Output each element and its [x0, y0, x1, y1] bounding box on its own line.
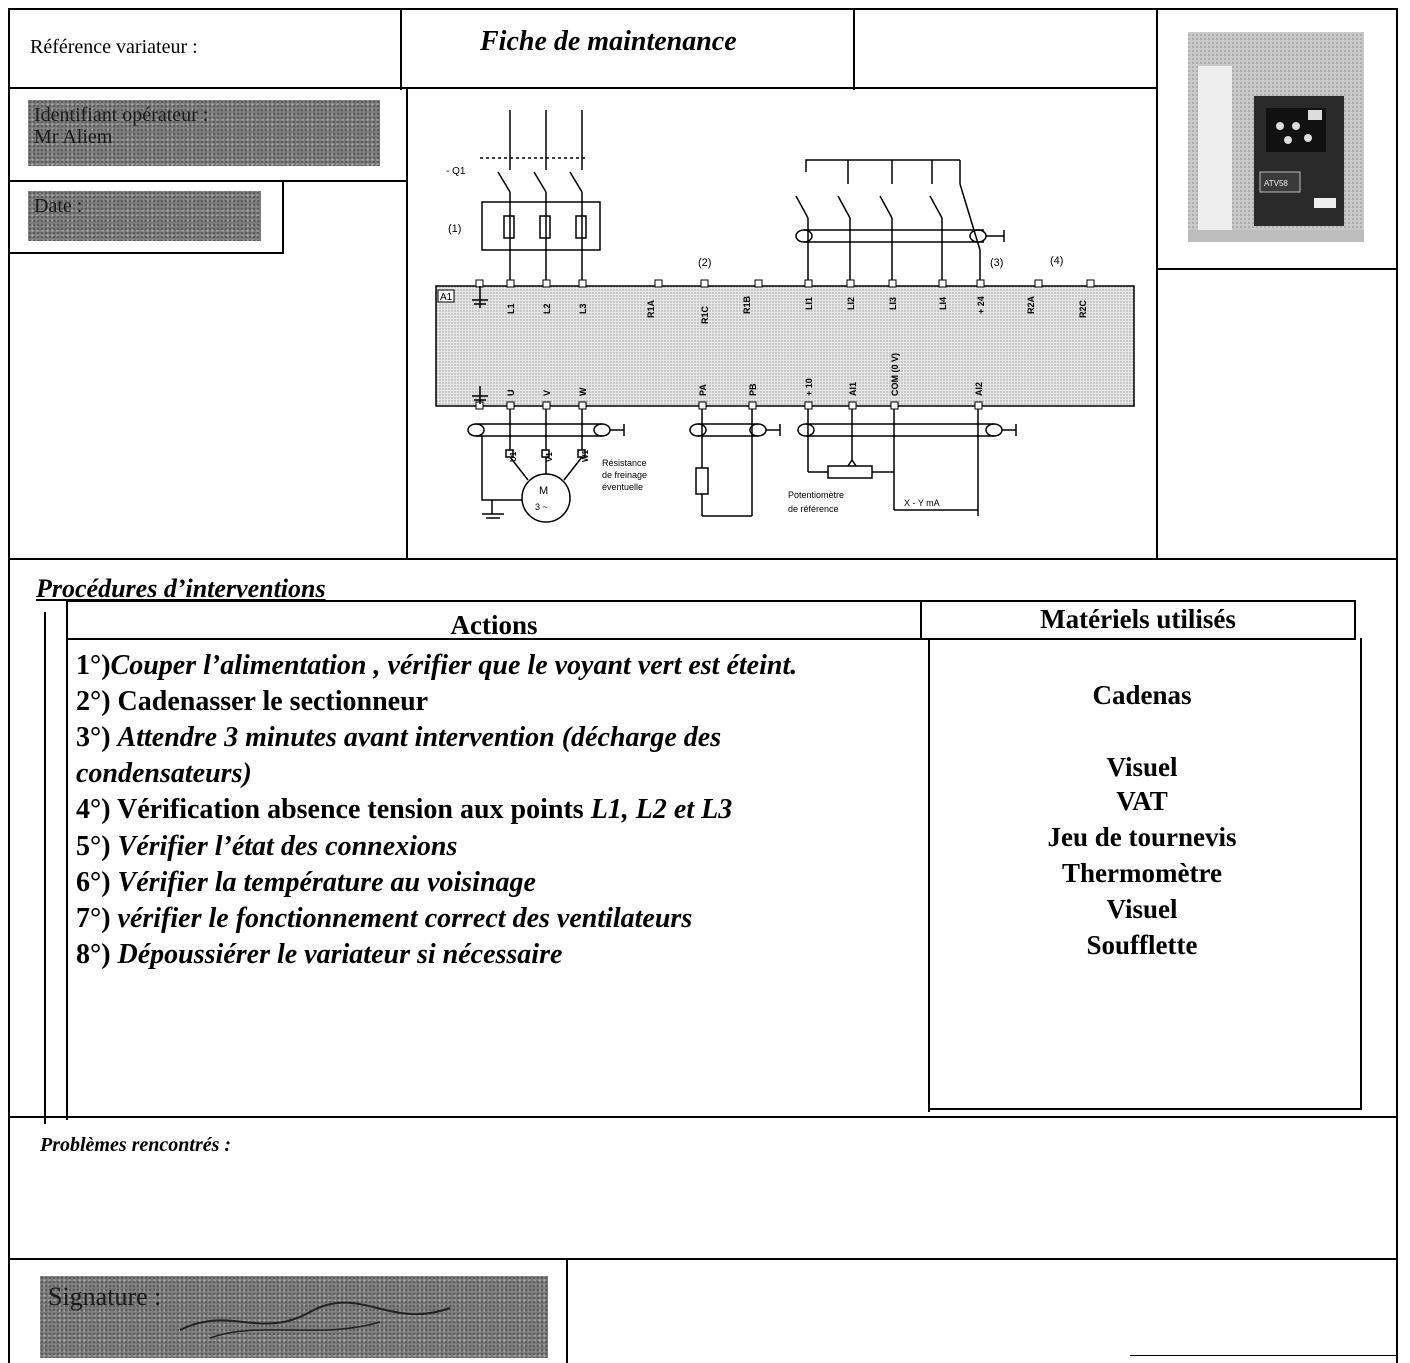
material-item: Visuel: [1106, 894, 1178, 924]
action-step: 1°)Couper l’alimentation , vérifier que …: [76, 648, 797, 684]
col-materials: Matériels utilisés: [1040, 604, 1236, 634]
diagram-marker-3: (3): [990, 257, 1003, 269]
term-pa: PA: [698, 384, 708, 396]
reference-label: Référence variateur :: [30, 36, 198, 58]
material-item: Thermomètre: [1062, 858, 1222, 888]
term-ai2: AI2: [974, 382, 984, 396]
step-text: condensateurs): [76, 758, 252, 789]
action-step: 4°) Vérification absence tension aux poi…: [76, 792, 732, 828]
step-number: 5°): [76, 831, 118, 862]
term-li1: LI1: [804, 297, 814, 310]
motor-sub-label: 3 ~: [535, 502, 548, 512]
term-l3: L3: [578, 303, 588, 314]
material-item: Soufflette: [1086, 930, 1198, 960]
action-step: 6°) Vérifier la température au voisinage: [76, 865, 536, 901]
col-actions: Actions: [450, 610, 538, 640]
motor-term-v1: V1: [545, 452, 554, 462]
step-text: Couper l’alimentation , vérifier que le …: [110, 650, 798, 681]
motor-term-w1: W1: [581, 449, 590, 462]
material-item: Cadenas: [1092, 680, 1192, 710]
step-number: 4°): [76, 794, 118, 825]
term-10v: + 10: [804, 378, 814, 396]
signature-label: Signature :: [48, 1282, 162, 1311]
resistance-label-3: éventuelle: [602, 482, 643, 492]
photo-device-label: ATV58: [1264, 179, 1288, 188]
pot-label-1: Potentiomètre: [788, 490, 844, 500]
step-text: vérifier le fonctionnement correct des v…: [117, 903, 693, 934]
term-l1: L1: [506, 303, 516, 314]
action-step: 5°) Vérifier l’état des connexions: [76, 829, 457, 865]
step-number: 8°): [76, 939, 118, 970]
term-r2a: R2A: [1026, 295, 1036, 314]
wiring-diagram: A1 L1 L2 L3 R1A R1C R1B LI1 LI2 LI3 LI4 …: [418, 100, 1148, 550]
step-text: Vérifier la température au voisinage: [117, 867, 536, 898]
term-r1a: R1A: [646, 299, 656, 318]
action-step: condensateurs): [76, 756, 252, 792]
resistance-label-2: de freinage: [602, 470, 647, 480]
material-item: Jeu de tournevis: [1047, 822, 1237, 852]
step-number: 1°): [76, 650, 111, 681]
step-number: 6°): [76, 867, 118, 898]
step-text: Cadenasser le sectionneur: [117, 686, 429, 717]
procedures-title: Procédures d’interventions: [36, 574, 326, 603]
problems-label: Problèmes rencontrés :: [40, 1134, 232, 1156]
page-title: Fiche de maintenance: [480, 26, 737, 57]
term-r2c: R2C: [1078, 299, 1088, 318]
term-v: V: [542, 390, 552, 396]
step-number: 3°): [76, 722, 118, 753]
step-text: Attendre 3 minutes avant intervention (d…: [117, 722, 722, 753]
step-text-tail: L1, L2 et L3: [590, 794, 733, 825]
term-com: COM (0 V): [890, 353, 900, 396]
term-li3: LI3: [888, 297, 898, 310]
action-step: 8°) Dépoussiérer le variateur si nécessa…: [76, 937, 562, 973]
term-r1c: R1C: [700, 305, 710, 324]
motor-term-u1: U1: [509, 451, 518, 462]
resistance-label-1: Résistance: [602, 458, 647, 468]
term-li2: LI2: [846, 297, 856, 310]
pot-label-2: de référence: [788, 504, 839, 514]
step-number: 7°): [76, 903, 118, 934]
drive-photo: ATV58: [1184, 26, 1370, 248]
action-step: 2°) Cadenasser le sectionneur: [76, 684, 428, 720]
term-u: U: [506, 390, 516, 397]
term-l2: L2: [542, 303, 552, 314]
step-text: Dépoussiérer le variateur si nécessaire: [117, 939, 563, 970]
operator-label: Identifiant opérateur :: [34, 104, 209, 126]
term-w: W: [578, 387, 588, 396]
step-text: Vérifier l’état des connexions: [117, 831, 458, 862]
material-item: VAT: [1116, 786, 1168, 816]
operator-name: Mr Aliem: [34, 126, 113, 148]
term-pb: PB: [748, 383, 758, 396]
operator-stamp: Identifiant opérateur : Mr Aliem: [28, 100, 380, 166]
term-li4: LI4: [938, 297, 948, 310]
date-label: Date :: [34, 195, 83, 217]
term-ai1: AI1: [848, 382, 858, 396]
action-step: 7°) vérifier le fonctionnement correct d…: [76, 901, 692, 937]
diagram-marker-2: (2): [698, 257, 711, 269]
step-number: 2°): [76, 686, 118, 717]
motor-label: M: [539, 485, 548, 497]
diagram-a1: A1: [440, 292, 453, 303]
action-step: 3°) Attendre 3 minutes avant interventio…: [76, 720, 721, 756]
diagram-marker-4: (4): [1050, 255, 1063, 267]
material-item: Visuel: [1106, 752, 1178, 782]
diagram-marker-1: (1): [448, 223, 461, 235]
signature-scribble: [179, 1301, 451, 1339]
diagram-q1: - Q1: [446, 166, 466, 177]
date-stamp: Date :: [28, 191, 261, 241]
term-r1b: R1B: [742, 295, 752, 314]
signature-stamp: Signature :: [40, 1276, 548, 1358]
step-text: Vérification absence tension aux points: [117, 794, 591, 825]
term-24v: + 24: [976, 296, 986, 314]
current-label: X - Y mA: [904, 498, 940, 508]
